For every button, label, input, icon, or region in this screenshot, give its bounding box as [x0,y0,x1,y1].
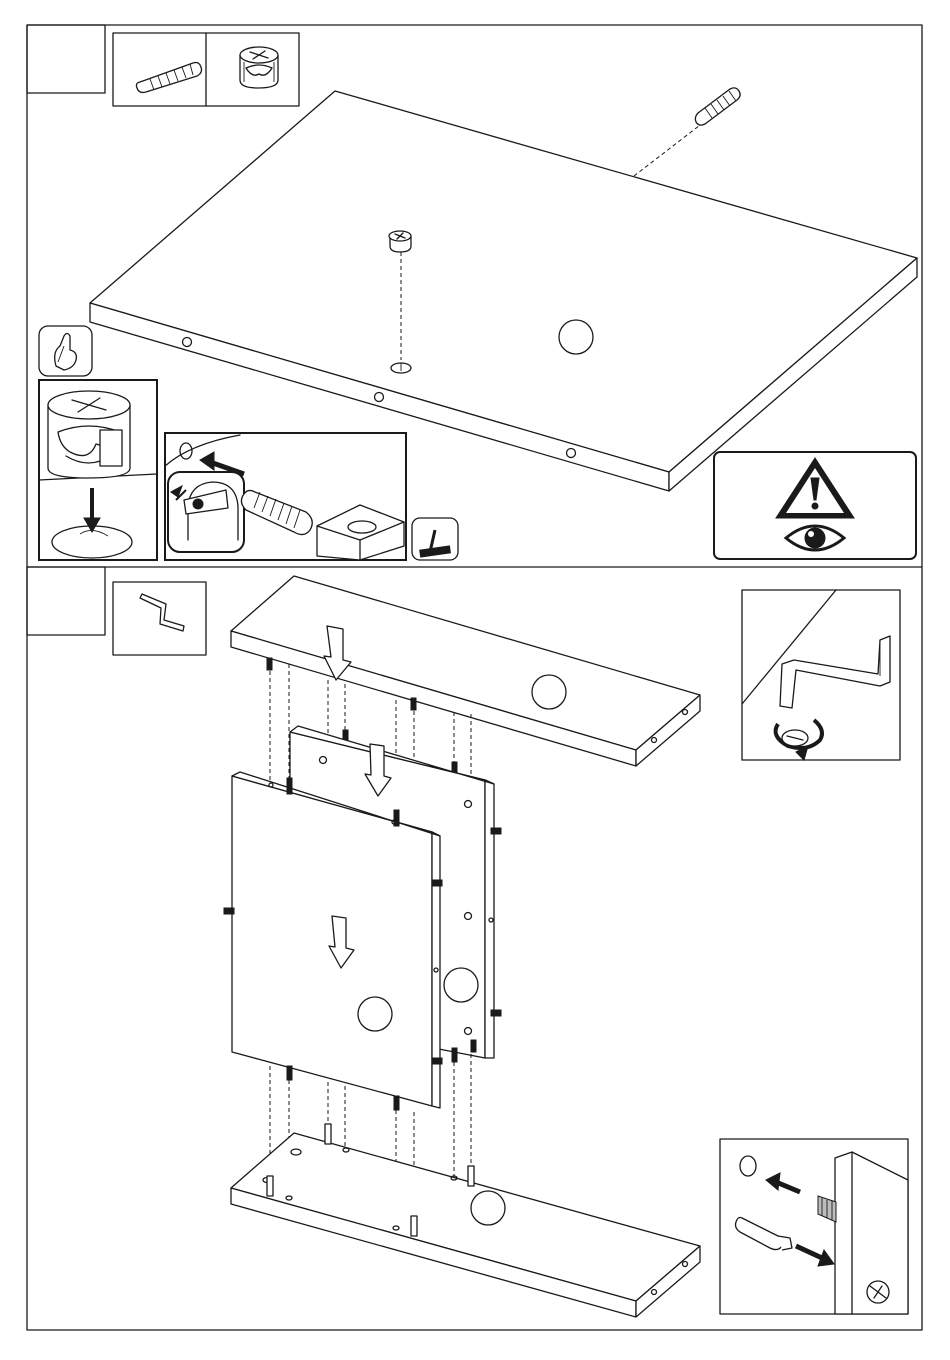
dowel-insertion [634,88,740,176]
cam-lock-detail-box [39,380,157,560]
hammer-icon [412,518,458,560]
step-1-parts-box [113,33,299,106]
panel-bottom [231,1124,700,1317]
allen-key-detail-box [742,590,900,760]
cam-lock-icon [240,47,278,88]
step-2 [27,567,908,1317]
allen-key-icon [780,636,890,708]
warning-triangle-icon [776,458,854,518]
rotate-arrow-icon [776,720,822,760]
wooden-dowel-icon [136,63,201,93]
dowel-cam-detail-box [720,1139,908,1314]
step-1 [27,25,917,560]
step-2-tools-box [113,582,206,655]
dowel-detail-box [165,433,406,560]
safety-goggles-icon [168,472,244,552]
allen-key-icon [140,594,184,631]
hand-pointing-icon [39,326,92,376]
eye-icon [786,526,844,550]
warning-box [714,452,916,559]
step-2-number-box [27,567,105,635]
step-1-number-box [27,25,105,93]
panel-large [90,91,917,491]
